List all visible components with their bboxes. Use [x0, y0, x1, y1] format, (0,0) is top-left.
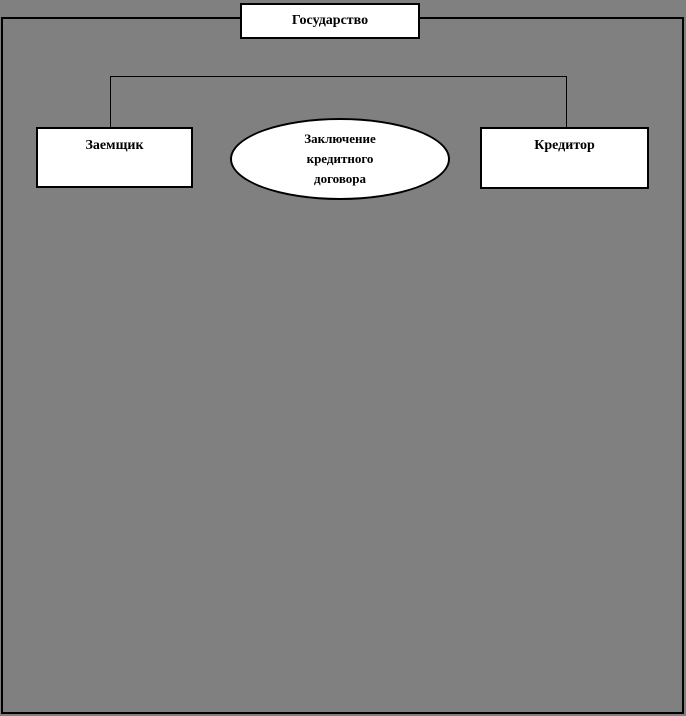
connector-state-to-parties: [110, 76, 567, 127]
node-creditor: Кредитор: [480, 127, 649, 189]
node-borrower-label: Заемщик: [85, 138, 144, 153]
node-borrower: Заемщик: [36, 127, 193, 188]
node-contract-line1: Заключение: [304, 131, 376, 146]
node-contract-line3: договора: [314, 171, 366, 186]
node-state: Государство: [240, 3, 420, 39]
node-state-label: Государство: [291, 13, 369, 28]
node-contract-ellipse: Заключение кредитного договора: [230, 118, 450, 200]
node-creditor-label: Кредитор: [534, 138, 595, 153]
node-contract-line2: кредитного: [306, 151, 374, 166]
